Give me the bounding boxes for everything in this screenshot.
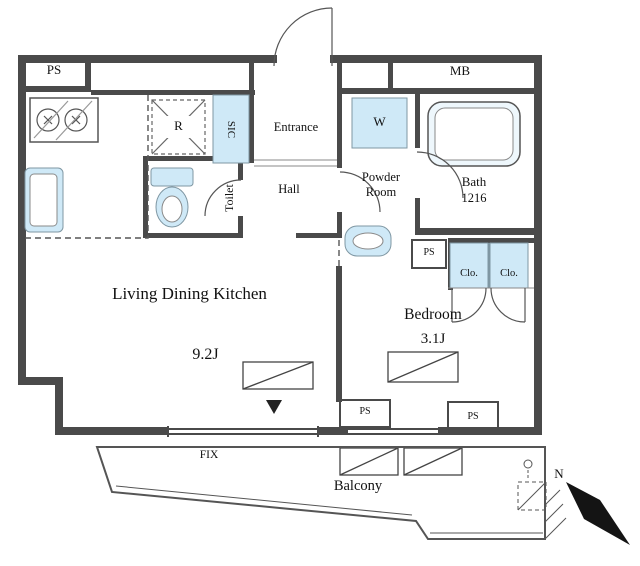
label-bath-size: 1216 [461, 191, 487, 205]
toilet-tank [150, 167, 194, 187]
balcony-outline [95, 446, 547, 540]
entrance-step [254, 159, 337, 167]
closet-left-door-arc [451, 287, 487, 323]
door-arcs [204, 7, 526, 323]
label-entrance: Entrance [273, 120, 319, 134]
window-bedroom [348, 428, 438, 435]
label-toilet: Toilet [221, 184, 236, 212]
bath-door-arc [416, 151, 464, 199]
label-refrigerator: R [174, 118, 183, 133]
label-ps-mid: PS [423, 247, 435, 258]
shoe-closet-box [212, 94, 250, 164]
window-fix [167, 426, 319, 437]
pipe-space-boxes [339, 239, 499, 433]
label-bedroom: Bedroom [404, 306, 462, 323]
balcony-partition-panel [517, 481, 547, 511]
label-meter-box: MB [449, 63, 471, 78]
label-closet-right: Clo. [500, 268, 518, 279]
toilet-door-arc [204, 179, 242, 217]
furniture [242, 351, 463, 476]
label-balcony: Balcony [333, 478, 383, 494]
compass-needle [566, 482, 630, 545]
label-fix-window: FIX [199, 449, 219, 461]
label-ldk-size: 9.2J [192, 346, 219, 363]
closet-right-box [489, 242, 529, 289]
closet-right-door-arc [490, 287, 526, 323]
label-ps-top-left: PS [46, 62, 62, 77]
label-shoe-closet: SIC [225, 120, 238, 138]
label-powder-room: Powder Room [361, 170, 401, 199]
label-compass-north: N [554, 466, 564, 481]
label-ps-bottom-right: PS [467, 411, 479, 422]
entry-marker [266, 400, 282, 414]
closet-left-box [449, 242, 489, 289]
stove [29, 97, 99, 143]
drain-pipe [523, 459, 533, 469]
bathtub [427, 101, 521, 167]
label-hall: Hall [278, 182, 300, 196]
label-washer: W [373, 114, 386, 129]
label-bedroom-size: 3.1J [420, 331, 446, 347]
entrance-door-arc [273, 7, 333, 67]
label-bath: Bath [461, 174, 487, 189]
label-ps-bottom-center: PS [359, 406, 371, 417]
r-label-backing [167, 116, 190, 138]
ldk-table [242, 361, 314, 390]
neighbor-hatch [544, 489, 567, 540]
washer-box [351, 97, 408, 149]
label-ldk: Living Dining Kitchen [112, 284, 267, 303]
powder-door-arc [339, 171, 381, 213]
bedroom-bed [387, 351, 459, 383]
dashed-lines [25, 95, 340, 266]
fixture-inners [29, 173, 384, 250]
label-closet-left: Clo. [460, 268, 478, 279]
